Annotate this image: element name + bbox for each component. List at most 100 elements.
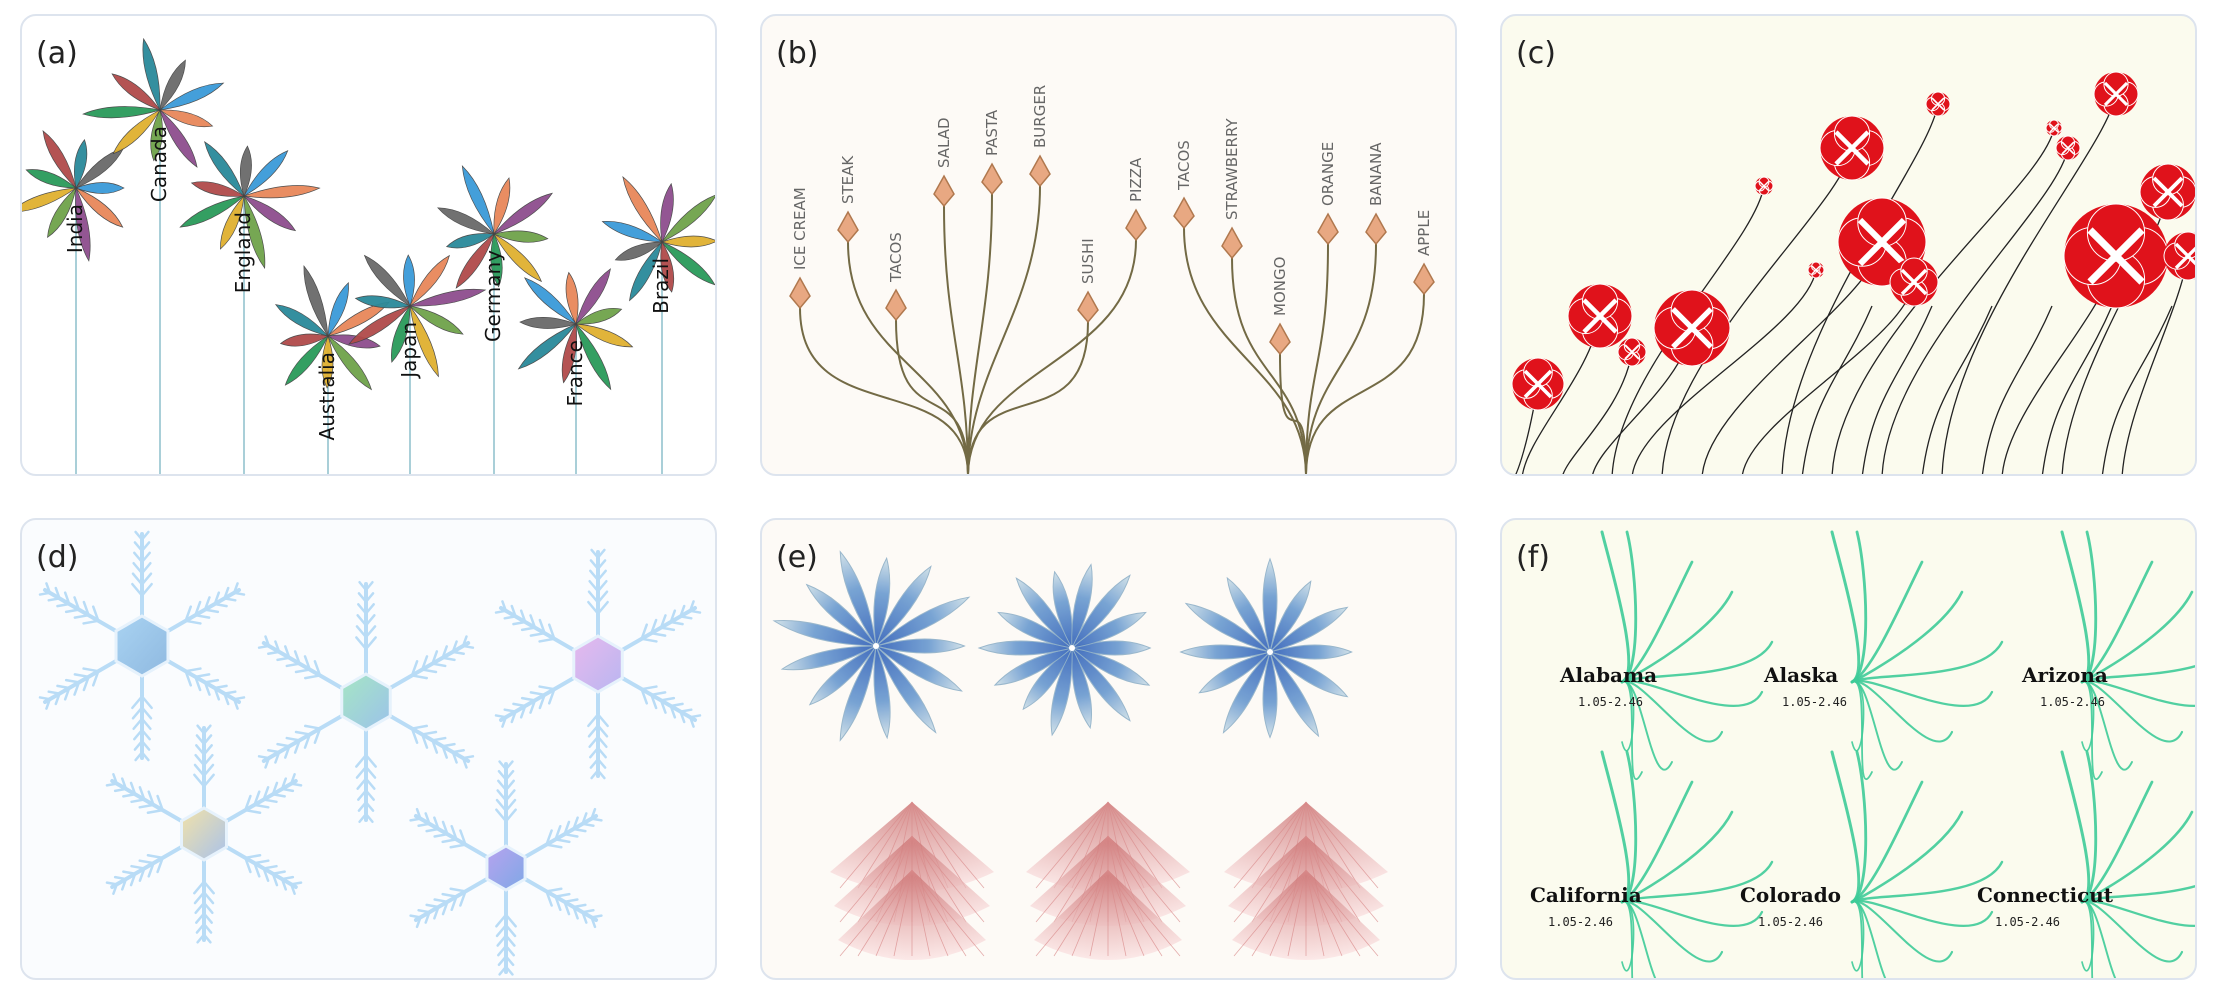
panel-label-e: (e) [776,540,818,575]
blue-flowers-and-fans [772,550,1388,960]
snowflake-branch [358,812,368,823]
flower-petal [661,194,715,243]
flower-lobe [2103,71,2129,97]
fan-rib [839,835,913,923]
snowflake-branch [274,640,281,654]
snowflake-branch [202,933,212,944]
state-stroke [2080,899,2195,927]
snowflake-branch [538,637,556,643]
snowflake-branch [572,903,587,909]
snowflake-branch [280,777,288,791]
blue-petal [839,645,877,742]
country-flowers-chart: IndiaCanadaEnglandAustraliaJapanGermanyF… [22,37,715,474]
food-label: TACOS [887,232,905,283]
snowflake-branch [417,822,431,827]
snowflake-branch [364,789,375,801]
state-stroke [1620,590,1734,684]
food-label: APPLE [1415,210,1433,256]
blue-petal [875,645,963,692]
snowflake-branch [138,859,155,865]
snowflake-branch [138,867,146,882]
snowflake-branch [140,551,151,564]
snowflake-branch [449,887,467,893]
state-stroke [1850,680,1954,743]
flower-stem [2101,305,2173,474]
flower-stem [1701,241,1883,474]
snowflake-branch [495,798,508,813]
snowflake-branch [650,618,658,635]
fan-rib [1107,869,1163,957]
food-node [933,174,955,208]
red-flower [1807,261,1825,279]
panel-label-a: (a) [36,36,78,71]
snowflake-core [114,614,170,678]
snowflake-branch [504,944,515,957]
flower-lobe [2152,163,2184,196]
snowflake-branch [232,591,246,596]
snowflake-branch [313,660,322,677]
snowflake-branch [303,724,322,730]
state-stroke [2080,680,2184,743]
snowflake-branch [105,782,119,787]
snowflake-branch [415,916,422,929]
snowflake-branch [146,808,164,815]
flower-petal [159,108,198,168]
blue-petal [1071,574,1131,649]
snowflake-branch [355,765,368,779]
snowflake-branch [596,724,609,738]
snowflake-branch [545,890,553,907]
blue-petal [873,556,891,648]
food-branch [1269,322,1307,474]
snowflake-branch [357,592,368,603]
snowflake-branch [63,591,71,606]
snowflake-branch [451,640,458,654]
snowflake-branch [184,667,202,673]
flower-cross [1931,97,1945,111]
snowflake-core [179,806,229,862]
red-flower [1617,337,1647,367]
state-range: 1.05-2.46 [1758,915,1823,929]
country-flower [82,37,225,474]
snowflake [494,548,702,780]
snowflake-branch [138,786,146,801]
snowflake-branch [244,853,262,860]
red-flower [2063,203,2169,309]
flower-cross [1834,130,1870,166]
flower-petal [490,232,503,288]
flower-petal [274,304,330,337]
snowflake-branch [420,733,429,749]
blue-petal [875,596,971,647]
snowflake-branch [271,793,286,798]
panel-e: (e) [760,518,1457,980]
red-flower [2163,231,2195,281]
snowflake-branch [596,590,609,604]
fan-rib [1107,835,1181,923]
snowflake-branch [461,756,468,769]
snowflake-branch [590,817,603,822]
snowflake-branch [581,812,588,826]
snowflake-branch [244,808,262,815]
state-stroke [2080,679,2195,707]
state-stroke [1621,900,1635,972]
food-node [837,210,859,244]
snowflake-branch [650,693,658,710]
flower-petal [574,323,634,348]
food-node [1077,290,1099,324]
flower-lobe [1833,115,1871,152]
flower-lobe [1670,289,1714,333]
snowflake-branch [425,903,440,909]
flower-petal [614,241,663,261]
snowflake-branch [501,600,508,613]
snowflake-branch [688,609,702,614]
snowflake-branch [357,801,368,812]
country-flower [179,141,321,474]
snowflake-branch [504,769,515,781]
pink-fan [1224,801,1388,960]
food-branch [933,174,969,474]
snowflake-branch [503,615,517,620]
snowflake-branch [276,742,291,748]
state-stroke [2080,560,2154,684]
state-glyph [1600,530,1774,781]
snowflake-branch [451,650,465,656]
state-stroke [1620,750,1638,904]
